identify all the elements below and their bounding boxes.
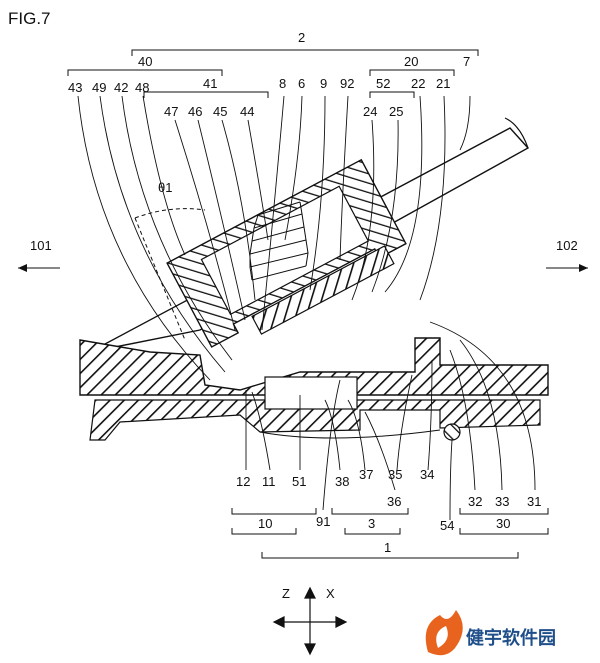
clip-housing — [166, 158, 407, 348]
base-member — [79, 337, 549, 441]
direction-left: 101 — [18, 238, 60, 272]
svg-text:40: 40 — [138, 54, 152, 69]
svg-text:11: 11 — [262, 474, 276, 489]
axis-x-label: X — [326, 586, 335, 601]
svg-text:3: 3 — [368, 516, 375, 531]
svg-text:25: 25 — [389, 104, 403, 119]
upper-row-labels: 43 49 42 48 47 46 45 44 24 25 — [68, 80, 403, 119]
lower-row-labels: 12 11 51 38 37 35 34 32 33 31 — [236, 467, 541, 509]
svg-text:12: 12 — [236, 474, 250, 489]
svg-text:21: 21 — [436, 76, 450, 91]
figure-title: FIG.7 — [8, 9, 51, 28]
bottom-brackets — [231, 508, 549, 559]
svg-text:7: 7 — [463, 54, 470, 69]
svg-text:1: 1 — [384, 540, 391, 555]
angle-label: θ1 — [158, 180, 172, 195]
svg-text:92: 92 — [340, 76, 354, 91]
svg-text:48: 48 — [135, 80, 149, 95]
svg-text:102: 102 — [556, 238, 578, 253]
top-labels: 2 40 8 6 9 92 20 7 41 52 22 21 — [138, 30, 470, 91]
direction-right: 102 — [546, 238, 588, 272]
svg-text:42: 42 — [114, 80, 128, 95]
watermark: 健宇软件园 — [425, 610, 556, 656]
svg-text:33: 33 — [495, 494, 509, 509]
svg-text:健宇软件园: 健宇软件园 — [466, 627, 556, 649]
axis-z-label: Z — [282, 586, 290, 601]
leader-lines — [77, 95, 536, 521]
svg-text:51: 51 — [292, 474, 306, 489]
bottom-row-labels: 91 36 54 — [316, 494, 454, 533]
svg-text:34: 34 — [420, 467, 434, 482]
svg-text:38: 38 — [335, 474, 349, 489]
svg-text:32: 32 — [468, 494, 482, 509]
svg-text:36: 36 — [387, 494, 401, 509]
svg-text:24: 24 — [363, 104, 377, 119]
svg-text:2: 2 — [298, 30, 305, 45]
svg-text:20: 20 — [404, 54, 418, 69]
svg-text:31: 31 — [527, 494, 541, 509]
axes-indicator — [272, 586, 348, 656]
svg-text:9: 9 — [320, 76, 327, 91]
svg-text:46: 46 — [188, 104, 202, 119]
svg-text:45: 45 — [213, 104, 227, 119]
svg-text:91: 91 — [316, 514, 330, 529]
svg-text:30: 30 — [496, 516, 510, 531]
svg-text:52: 52 — [376, 76, 390, 91]
group-labels: 10 3 30 1 — [258, 516, 510, 555]
svg-text:10: 10 — [258, 516, 272, 531]
svg-text:22: 22 — [411, 76, 425, 91]
svg-text:6: 6 — [298, 76, 305, 91]
svg-text:49: 49 — [92, 80, 106, 95]
svg-text:37: 37 — [359, 467, 373, 482]
svg-text:44: 44 — [240, 104, 254, 119]
svg-text:8: 8 — [279, 76, 286, 91]
svg-text:43: 43 — [68, 80, 82, 95]
svg-text:54: 54 — [440, 518, 454, 533]
top-brackets — [67, 49, 479, 98]
svg-text:101: 101 — [30, 238, 52, 253]
svg-text:41: 41 — [203, 76, 217, 91]
svg-text:47: 47 — [164, 104, 178, 119]
spring — [249, 201, 309, 281]
svg-text:35: 35 — [388, 467, 402, 482]
